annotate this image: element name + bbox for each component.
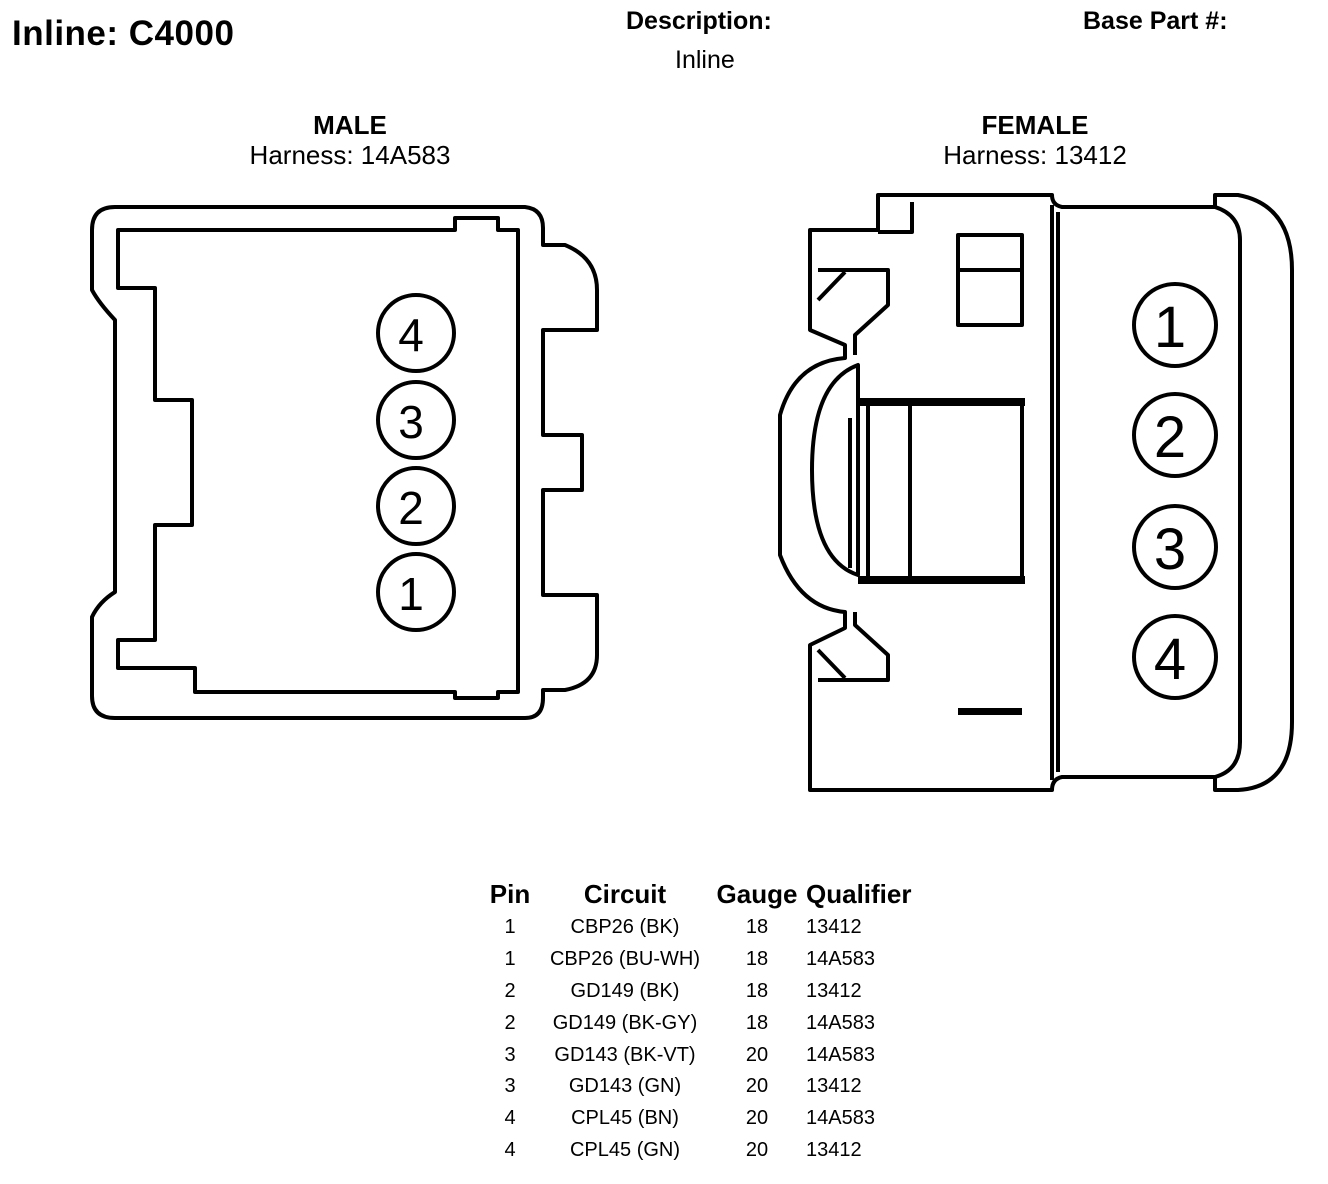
cell-gauge: 20 bbox=[745, 1043, 769, 1066]
cell-qualifier: 14A583 bbox=[806, 948, 875, 971]
cell-qualifier: 14A583 bbox=[806, 1107, 875, 1130]
cell-gauge: 20 bbox=[745, 1107, 769, 1130]
female-pin-1: 1 bbox=[1132, 282, 1218, 368]
female-title: FEMALE bbox=[981, 110, 1089, 140]
male-title: MALE bbox=[313, 110, 387, 140]
female-connector-outline bbox=[778, 193, 1294, 792]
female-pin-4: 4 bbox=[1132, 614, 1218, 700]
male-connector-outline bbox=[90, 205, 599, 720]
male-pin-1: 1 bbox=[376, 552, 456, 632]
female-pin-4-label: 4 bbox=[1154, 627, 1186, 692]
table-row: 4 CPL45 (BN) 20 14A583 bbox=[482, 1103, 930, 1135]
cell-gauge: 18 bbox=[745, 1011, 769, 1034]
cell-circuit: GD143 (GN) bbox=[568, 1075, 682, 1098]
cell-qualifier: 14A583 bbox=[806, 1011, 875, 1034]
cell-circuit: CPL45 (GN) bbox=[569, 1138, 681, 1161]
cell-qualifier: 13412 bbox=[806, 1075, 862, 1098]
cell-circuit: GD143 (BK-VT) bbox=[554, 1043, 696, 1066]
cell-qualifier: 13412 bbox=[806, 916, 862, 939]
cell-pin: 4 bbox=[504, 1107, 516, 1130]
page-title: Inline: C4000 bbox=[12, 14, 235, 53]
cell-gauge: 18 bbox=[745, 979, 769, 1002]
table-row: 2 GD149 (BK-GY) 18 14A583 bbox=[482, 1007, 930, 1039]
cell-circuit: GD149 (BK-GY) bbox=[552, 1011, 698, 1034]
cell-gauge: 18 bbox=[745, 916, 769, 939]
male-pin-2-label: 2 bbox=[398, 482, 424, 534]
cell-gauge: 20 bbox=[745, 1075, 769, 1098]
base-part-label: Base Part #: bbox=[1083, 7, 1228, 35]
male-pin-1-label: 1 bbox=[398, 568, 424, 620]
cell-qualifier: 13412 bbox=[806, 979, 862, 1002]
table-row: 1 CBP26 (BK) 18 13412 bbox=[482, 912, 930, 944]
table-row: 2 GD149 (BK) 18 13412 bbox=[482, 976, 930, 1008]
cell-pin: 1 bbox=[504, 948, 516, 971]
cell-pin: 1 bbox=[504, 916, 516, 939]
cell-qualifier: 14A583 bbox=[806, 1043, 875, 1066]
cell-qualifier: 13412 bbox=[806, 1138, 862, 1161]
description-label: Description: bbox=[626, 7, 772, 35]
cell-pin: 2 bbox=[504, 1011, 516, 1034]
male-pin-3: 3 bbox=[376, 380, 456, 460]
male-pin-3-label: 3 bbox=[398, 396, 424, 448]
table-row: 3 GD143 (BK-VT) 20 14A583 bbox=[482, 1039, 930, 1071]
female-pin-1-label: 1 bbox=[1154, 295, 1186, 360]
pin-table: Pin Circuit Gauge Qualifier 1 CBP26 (BK)… bbox=[482, 876, 930, 1166]
cell-pin: 4 bbox=[504, 1138, 516, 1161]
pin-table-header: Pin Circuit Gauge Qualifier bbox=[482, 876, 930, 912]
female-pin-3-label: 3 bbox=[1154, 517, 1186, 582]
male-pin-4: 4 bbox=[376, 293, 456, 373]
cell-pin: 3 bbox=[504, 1075, 516, 1098]
header-gauge: Gauge bbox=[716, 878, 798, 909]
cell-pin: 2 bbox=[504, 979, 516, 1002]
female-detail-bars bbox=[858, 398, 1025, 715]
male-pin-2: 2 bbox=[376, 466, 456, 546]
header-pin: Pin bbox=[489, 878, 531, 909]
cell-circuit: CBP26 (BU-WH) bbox=[549, 948, 700, 971]
table-row: 3 GD143 (GN) 20 13412 bbox=[482, 1071, 930, 1103]
female-pin-2-label: 2 bbox=[1154, 405, 1186, 470]
cell-gauge: 20 bbox=[745, 1138, 769, 1161]
cell-circuit: CPL45 (BN) bbox=[571, 1107, 679, 1130]
table-row: 1 CBP26 (BU-WH) 18 14A583 bbox=[482, 944, 930, 976]
female-pin-2: 2 bbox=[1132, 392, 1218, 478]
description-value: Inline bbox=[675, 46, 735, 74]
header-circuit: Circuit bbox=[583, 878, 667, 909]
male-pin-4-label: 4 bbox=[398, 309, 424, 361]
header-qualifier: Qualifier bbox=[806, 878, 912, 909]
cell-circuit: GD149 (BK) bbox=[570, 979, 680, 1002]
male-harness: Harness: 14A583 bbox=[249, 140, 451, 170]
table-row: 4 CPL45 (GN) 20 13412 bbox=[482, 1135, 930, 1167]
cell-gauge: 18 bbox=[745, 948, 769, 971]
female-harness: Harness: 13412 bbox=[943, 140, 1127, 170]
cell-pin: 3 bbox=[504, 1043, 516, 1066]
female-pin-3: 3 bbox=[1132, 504, 1218, 590]
cell-circuit: CBP26 (BK) bbox=[570, 916, 680, 939]
